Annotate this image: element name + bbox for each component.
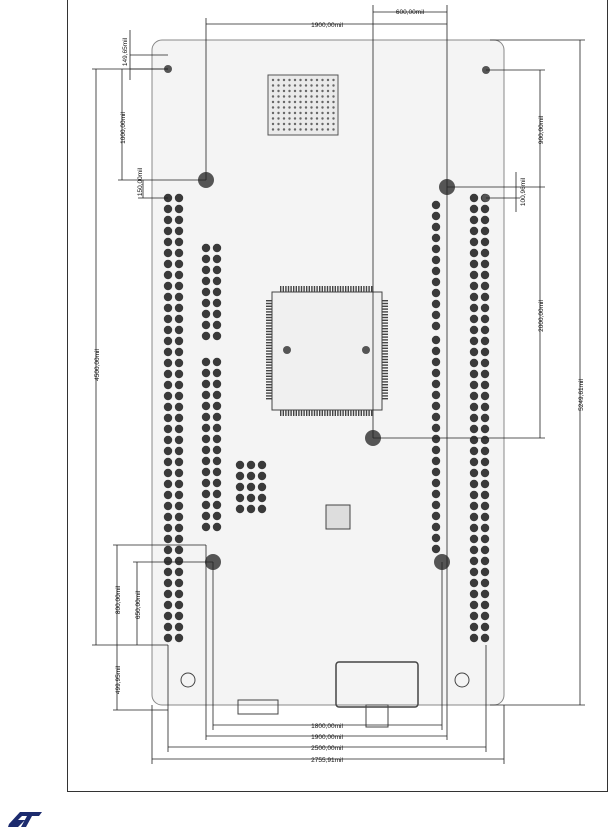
button-right	[454, 672, 470, 688]
st-logo-icon	[8, 812, 42, 827]
dimension-labels: 1900,00mil 600,00mil 149,65mil 1000,00mi…	[94, 9, 585, 764]
dimension-lines	[92, 5, 585, 764]
dim-right-100: 100,96mil	[520, 177, 527, 206]
dim-top-width: 1900,00mil	[311, 22, 343, 29]
usb-connector	[335, 661, 419, 708]
dim-left-small: 149,65mil	[122, 37, 129, 66]
dim-right-2000: 2000,00mil	[538, 300, 545, 332]
dim-bottom-1900: 1900,00mil	[311, 734, 343, 741]
dim-top-offset: 600,00mil	[396, 9, 425, 16]
drawing-frame	[67, 0, 608, 792]
dim-left-4500: 4500,00mil	[94, 349, 101, 381]
dim-left-1000: 1000,00mil	[120, 112, 127, 144]
dim-left-150: 150,00mil	[137, 167, 144, 196]
dim-right-900: 900,00mil	[538, 115, 545, 144]
header-right-inner-top	[431, 200, 441, 331]
header-left-outer	[163, 193, 184, 643]
usb-port	[365, 704, 389, 728]
mcu-chip	[266, 286, 388, 416]
jumper-block	[235, 460, 267, 514]
header-right-inner-bottom	[431, 335, 441, 554]
dim-left-bottom: 499,95mil	[115, 665, 122, 694]
dim-bottom-2500: 2500,00mil	[311, 745, 343, 752]
header-left-inner-bottom	[201, 357, 222, 532]
button-left	[180, 672, 196, 688]
pcb-mechanical-drawing: 1900,00mil 600,00mil 149,65mil 1000,00mi…	[92, 5, 585, 764]
header-left-inner-top	[201, 243, 222, 341]
dim-right-total: 5249,61mil	[578, 379, 585, 411]
dim-left-650: 650,00mil	[135, 590, 142, 619]
micro-usb	[237, 699, 279, 715]
qfn-chip	[325, 504, 351, 530]
bga-chip	[267, 74, 339, 136]
dim-left-800: 800,00mil	[115, 585, 122, 614]
dim-bottom-1800: 1800,00mil	[311, 723, 343, 730]
dim-bottom-2755: 2755,91mil	[311, 757, 343, 764]
